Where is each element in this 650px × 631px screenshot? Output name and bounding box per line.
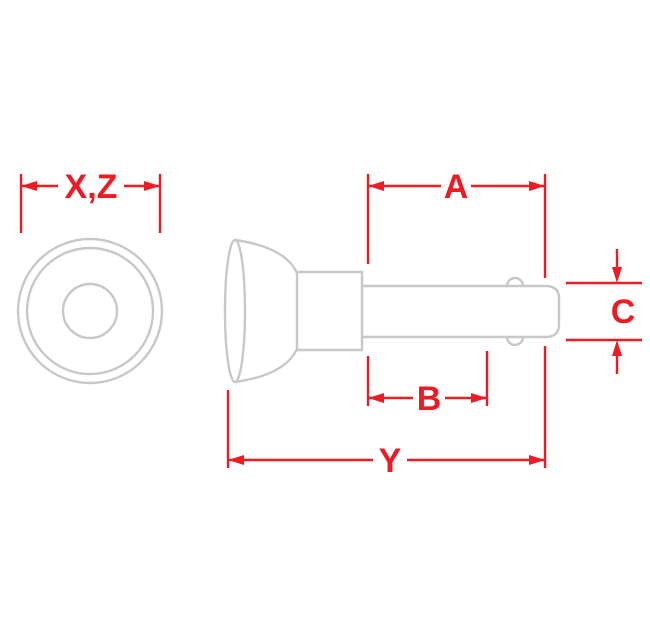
dimension-xz: X,Z [19,168,162,233]
arrowhead-left [21,181,37,191]
arrowhead-right [529,181,545,191]
shank [360,284,561,339]
ball-detent-bottom [505,335,525,347]
head-center-circle [61,282,119,340]
dimension-label-c: C [611,293,636,331]
head-face-edge [223,238,247,384]
arrowhead-left [228,455,244,465]
dimension-y: Y [226,346,547,480]
dimension-b: B [366,351,489,418]
head-bottom-profile [233,347,299,384]
arrowhead-right [529,455,545,465]
dimension-c: C [566,249,642,374]
arrowhead-right [144,181,160,191]
ball-detent-top [505,276,525,288]
head-top-profile [233,238,299,275]
front-view [16,237,164,385]
dimension-a: A [366,168,547,278]
dimension-label-xz: X,Z [65,168,118,206]
arrowhead-top [612,267,622,283]
dimension-label-a: A [444,168,469,206]
dimension-label-y: Y [379,442,402,480]
arrowhead-left [368,393,384,403]
arrowhead-left [368,181,384,191]
arrowhead-bottom [612,340,622,356]
head-outer-circle [16,237,164,385]
collar [295,270,364,352]
arrowhead-right [471,393,487,403]
head-chamfer-circle [25,246,155,376]
side-view [223,238,561,384]
dimension-label-b: B [417,380,442,418]
